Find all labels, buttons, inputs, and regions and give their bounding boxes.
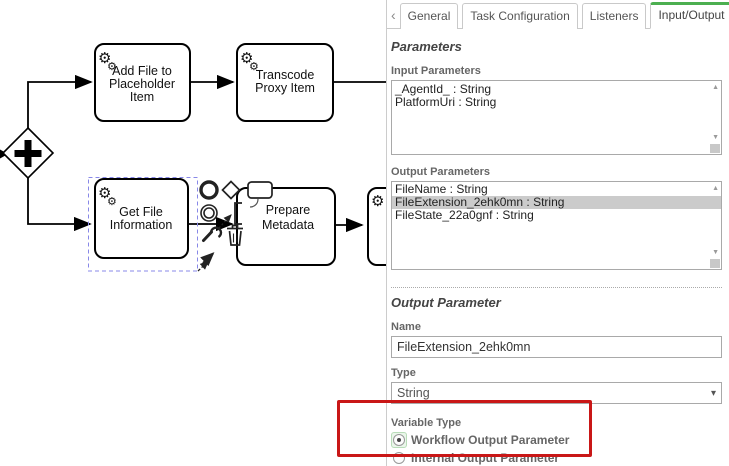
svg-text:Placeholder: Placeholder — [109, 77, 175, 91]
name-input[interactable] — [391, 336, 722, 358]
chevron-down-icon: ▾ — [710, 388, 716, 399]
parallel-gateway[interactable] — [1, 126, 55, 180]
radio-label: Internal Output Parameter — [411, 450, 560, 465]
input-parameters-list[interactable]: _AgentId_ : String PlatformUri : String … — [391, 80, 722, 155]
svg-text:Add File to: Add File to — [112, 64, 172, 78]
append-task-icon-hook — [249, 198, 259, 208]
wrench-icon[interactable] — [202, 226, 223, 242]
service-task-gear-icon: ⚙ — [107, 196, 117, 208]
radio-label: Workflow Output Parameter — [411, 432, 570, 447]
list-item[interactable]: FileName : String — [395, 182, 488, 196]
scroll-up-icon[interactable]: ▲ — [712, 84, 719, 91]
append-gateway-icon[interactable] — [221, 180, 241, 200]
append-text-annotation-icon[interactable] — [218, 202, 242, 229]
service-task-gear-icon: ⚙ — [98, 50, 111, 67]
task-add-file-to-placeholder-item[interactable]: ⚙ ⚙ Add File to Placeholder Item — [94, 43, 191, 122]
append-end-event-icon[interactable] — [199, 180, 219, 200]
type-select-value: String — [397, 386, 430, 400]
radio-workflow-output-parameter[interactable]: Workflow Output Parameter — [391, 431, 722, 448]
tab-bar: ‹ General Task Configuration Listeners I… — [387, 0, 729, 29]
service-task-gear-icon: ⚙ — [98, 185, 111, 202]
output-parameters-label: Output Parameters — [391, 166, 491, 178]
scroll-down-icon[interactable]: ▼ — [712, 134, 719, 141]
list-item-selected[interactable]: FileExtension_2ehk0mn : String — [392, 196, 721, 209]
scroll-down-icon[interactable]: ▼ — [712, 249, 719, 256]
connect-tool-icon[interactable] — [197, 252, 215, 272]
selection-outline — [88, 177, 198, 272]
type-label: Type — [391, 367, 416, 379]
svg-text:Item: Item — [130, 90, 154, 104]
service-task-gear-icon: ⚙ — [249, 61, 259, 73]
task-partial-right[interactable]: ⚙ — [367, 187, 429, 266]
svg-text:Proxy Item: Proxy Item — [255, 81, 315, 95]
task-get-file-information[interactable]: ⚙ ⚙ Get File Information — [94, 178, 189, 259]
service-task-gear-icon: ⚙ — [107, 61, 117, 73]
scroll-up-icon[interactable]: ▲ — [712, 185, 719, 192]
append-intermediate-event-icon[interactable] — [200, 204, 218, 222]
section-divider — [391, 287, 722, 288]
output-parameters-list[interactable]: FileName : String FileExtension_2ehk0mn … — [391, 181, 722, 270]
list-item[interactable]: _AgentId_ : String — [395, 82, 492, 96]
parameters-heading: Parameters — [391, 39, 462, 54]
task-transcode-proxy-item[interactable]: ⚙ ⚙ Transcode Proxy Item — [236, 43, 334, 122]
properties-panel: ‹ General Task Configuration Listeners I… — [386, 0, 729, 466]
svg-text:Metadata: Metadata — [262, 218, 314, 232]
service-task-gear-icon: ⚙ — [371, 193, 384, 210]
scrollbar-thumb[interactable] — [710, 259, 720, 268]
tab-input-output[interactable]: Input/Output — [650, 2, 729, 29]
svg-text:Transcode: Transcode — [256, 68, 315, 82]
tab-listeners[interactable]: Listeners — [581, 3, 647, 29]
type-select[interactable]: String ▾ — [391, 382, 722, 404]
radio-button-icon[interactable] — [393, 433, 405, 446]
sequence-flows — [27, 74, 386, 233]
append-task-icon[interactable] — [247, 181, 273, 199]
radio-button-icon[interactable] — [393, 451, 405, 464]
bpmn-canvas[interactable]: ⚙ ⚙ Add File to Placeholder Item ⚙ ⚙ Tra… — [0, 0, 429, 466]
trash-icon[interactable] — [227, 224, 243, 246]
tab-task-configuration[interactable]: Task Configuration — [462, 3, 578, 29]
list-item[interactable]: PlatformUri : String — [395, 95, 497, 109]
radio-internal-output-parameter[interactable]: Internal Output Parameter — [391, 450, 722, 465]
list-item[interactable]: FileState_22a0gnf : String — [395, 208, 534, 222]
input-parameters-label: Input Parameters — [391, 65, 481, 77]
variable-type-label: Variable Type — [391, 417, 462, 429]
context-pad — [197, 180, 273, 272]
output-parameter-heading: Output Parameter — [391, 295, 501, 310]
task-prepare-metadata[interactable]: Prepare Metadata — [236, 187, 336, 266]
tab-scroll-left-icon[interactable]: ‹ — [391, 7, 396, 23]
name-label: Name — [391, 321, 421, 333]
service-task-gear-icon: ⚙ — [240, 50, 253, 67]
tab-general[interactable]: General — [399, 3, 459, 29]
scrollbar-thumb[interactable] — [710, 144, 720, 153]
svg-text:Get File: Get File — [119, 205, 163, 219]
plus-icon — [14, 140, 42, 167]
svg-text:Information: Information — [110, 218, 173, 232]
svg-text:Prepare: Prepare — [266, 203, 311, 217]
